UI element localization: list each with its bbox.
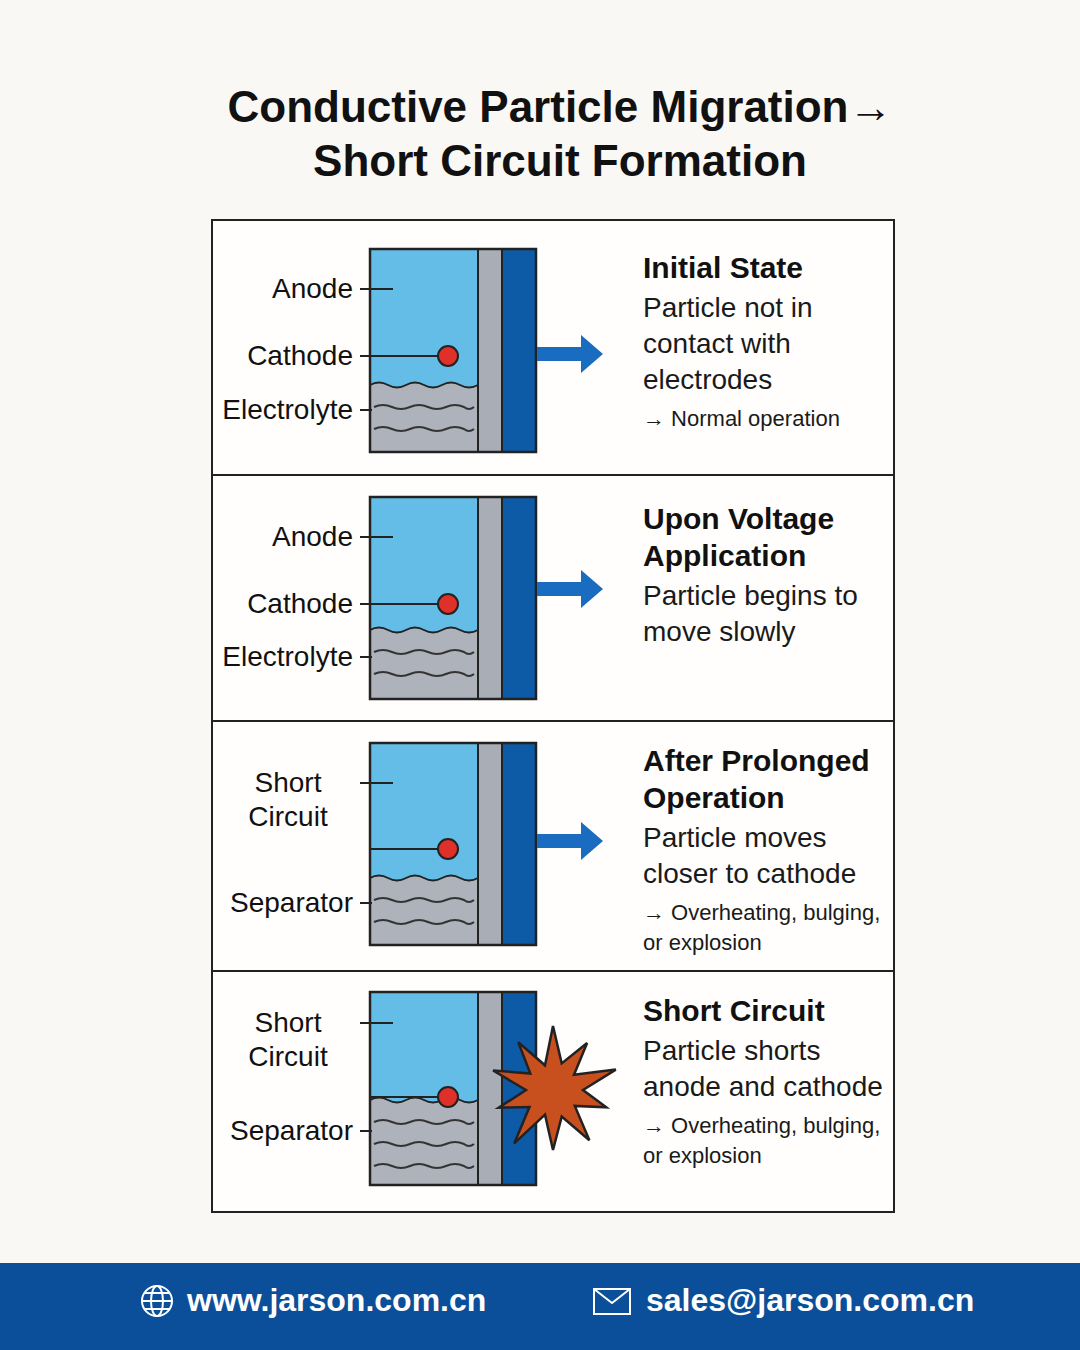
row-description: Particle not in contact with electrodes bbox=[643, 290, 891, 398]
electrolyte-layer bbox=[370, 383, 478, 453]
leader-line bbox=[360, 536, 393, 538]
row-consequence: → Normal operation bbox=[643, 404, 891, 434]
row-description: Particle moves closer to cathode bbox=[643, 820, 891, 892]
envelope-icon bbox=[594, 1289, 630, 1314]
electrolyte-wave bbox=[374, 920, 474, 924]
conductive-particle bbox=[438, 594, 458, 614]
leader-line bbox=[360, 409, 372, 411]
electrode-area bbox=[370, 743, 478, 945]
direction-arrow bbox=[537, 570, 603, 608]
cell-illustration bbox=[370, 992, 616, 1185]
row-consequence: → Overheating, bulging, or explosion bbox=[643, 1111, 891, 1171]
electrolyte-wave bbox=[374, 1164, 474, 1168]
globe-icon bbox=[142, 1286, 172, 1316]
cathode-plate bbox=[502, 249, 536, 452]
electrolyte-wave bbox=[374, 1120, 474, 1124]
electrolyte-surface bbox=[370, 876, 478, 881]
leader-line bbox=[360, 355, 438, 357]
stage-row: Short CircuitParticle shorts anode and c… bbox=[211, 970, 895, 1213]
electrolyte-wave bbox=[374, 405, 474, 409]
electrolyte-surface bbox=[370, 628, 478, 633]
short-circuit-burst bbox=[493, 1026, 616, 1150]
electrode-area bbox=[370, 497, 478, 699]
shape bbox=[142, 1300, 172, 1302]
leader-line bbox=[360, 603, 438, 605]
leader-line bbox=[360, 288, 393, 290]
row-description: Particle begins to move slowly bbox=[643, 578, 891, 650]
cell-outline bbox=[370, 497, 536, 699]
row-description: Particle shorts anode and cathode bbox=[643, 1033, 891, 1105]
part-label: Separator bbox=[230, 886, 353, 920]
row-heading: After Prolonged Operation bbox=[643, 742, 891, 816]
row-text-column: After Prolonged OperationParticle moves … bbox=[643, 742, 891, 958]
leader-line bbox=[360, 902, 372, 904]
electrolyte-layer bbox=[370, 876, 478, 946]
electrolyte-wave bbox=[374, 1142, 474, 1146]
electrolyte-wave bbox=[374, 427, 474, 431]
electrolyte-wave bbox=[374, 650, 474, 654]
footer-band: www.jarson.com.cn sales@jarson.com.cn bbox=[0, 1263, 1080, 1350]
electrolyte-layer bbox=[370, 1098, 478, 1186]
electrolyte-layer bbox=[370, 628, 478, 700]
shape bbox=[145, 1292, 169, 1294]
part-label: Separator bbox=[230, 1114, 353, 1148]
separator-strip bbox=[478, 249, 502, 452]
direction-arrow bbox=[537, 822, 603, 860]
leader-line bbox=[360, 782, 393, 784]
conductive-particle bbox=[438, 346, 458, 366]
cell-illustration bbox=[370, 497, 603, 699]
particle-track bbox=[370, 1096, 438, 1098]
email-text: sales@jarson.com.cn bbox=[646, 1280, 974, 1320]
separator-strip bbox=[478, 992, 502, 1185]
electrode-area bbox=[370, 249, 478, 452]
row-text-column: Initial StateParticle not in contact wit… bbox=[643, 249, 891, 434]
row-text-column: Upon Voltage ApplicationParticle begins … bbox=[643, 500, 891, 650]
part-label: Electrolyte bbox=[222, 393, 353, 427]
part-label: Electrolyte bbox=[222, 640, 353, 674]
shape bbox=[594, 1289, 630, 1314]
cathode-plate bbox=[502, 497, 536, 699]
cell-outline bbox=[370, 743, 536, 945]
leader-line bbox=[360, 1022, 393, 1024]
cell-illustration bbox=[370, 249, 603, 452]
conductive-particle bbox=[438, 1087, 458, 1107]
part-label: Cathode bbox=[247, 587, 353, 621]
electrolyte-surface bbox=[370, 383, 478, 388]
cell-outline bbox=[370, 992, 536, 1185]
shape bbox=[594, 1289, 630, 1303]
row-heading: Upon Voltage Application bbox=[643, 500, 891, 574]
row-consequence: → Overheating, bulging, or explosion bbox=[643, 898, 891, 958]
part-label: Cathode bbox=[247, 339, 353, 373]
separator-strip bbox=[478, 743, 502, 945]
cathode-plate bbox=[502, 743, 536, 945]
website-text: www.jarson.com.cn bbox=[187, 1280, 486, 1320]
row-heading: Short Circuit bbox=[643, 992, 891, 1029]
row-heading: Initial State bbox=[643, 249, 891, 286]
electrolyte-wave bbox=[374, 672, 474, 676]
cell-outline bbox=[370, 249, 536, 452]
electrolyte-wave bbox=[374, 898, 474, 902]
conductive-particle bbox=[438, 839, 458, 859]
shape bbox=[145, 1308, 169, 1310]
part-label: Anode bbox=[272, 520, 353, 554]
electrolyte-surface bbox=[370, 1098, 478, 1103]
part-label: Short Circuit bbox=[223, 1006, 353, 1074]
diagram-title: Conductive Particle Migration→ Short Cir… bbox=[190, 80, 930, 188]
leader-line bbox=[360, 1130, 372, 1132]
part-label: Short Circuit bbox=[223, 766, 353, 834]
stage-row: After Prolonged OperationParticle moves … bbox=[211, 720, 895, 972]
shape bbox=[142, 1286, 172, 1316]
direction-arrow bbox=[537, 335, 603, 373]
electrode-area bbox=[370, 992, 478, 1185]
separator-strip bbox=[478, 497, 502, 699]
frame-ground bbox=[211, 219, 895, 1213]
row-text-column: Short CircuitParticle shorts anode and c… bbox=[643, 992, 891, 1171]
cell-illustration bbox=[370, 743, 603, 945]
leader-line bbox=[360, 656, 372, 658]
part-label: Anode bbox=[272, 272, 353, 306]
particle-track bbox=[370, 848, 438, 850]
